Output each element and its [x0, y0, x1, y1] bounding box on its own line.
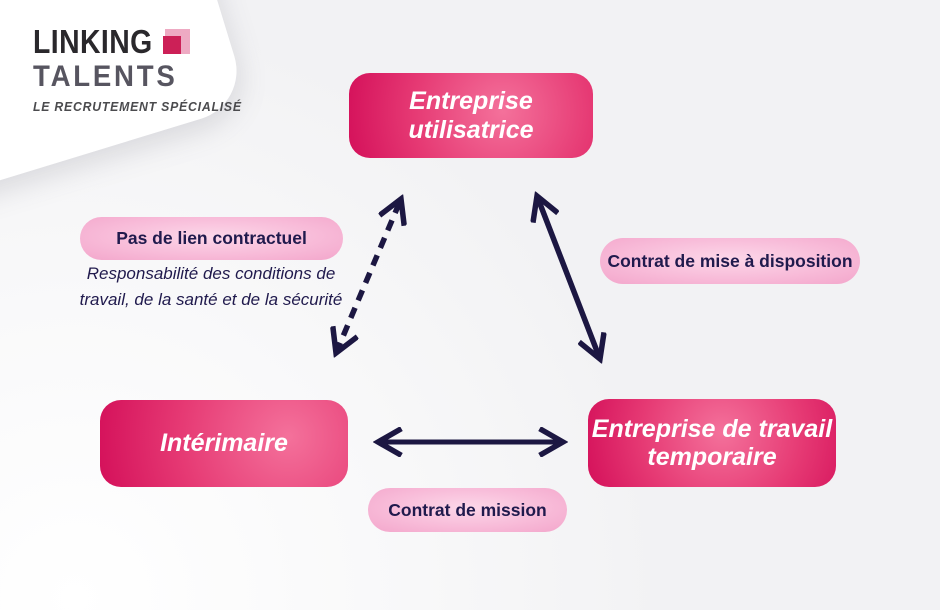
node-label-line: temporaire: [647, 443, 777, 471]
logo-word-linking: LINKING: [33, 23, 153, 60]
note-line: travail, de la santé et de la sécurité: [79, 290, 343, 310]
label-contrat-mise-a-disposition: Contrat de mise à disposition: [600, 238, 860, 284]
logo-square-dark-icon: [163, 36, 181, 54]
node-label-line: utilisatrice: [408, 115, 534, 144]
node-label-line: Entreprise de travail: [591, 414, 833, 443]
note-responsabilite: Responsabilité des conditions de travail…: [68, 261, 354, 314]
node-label-line: Intérimaire: [160, 429, 288, 458]
node-label-line: Entreprise: [409, 87, 533, 115]
arrow-contrat-mise-a-disposition: [537, 196, 600, 359]
label-contrat-de-mission: Contrat de mission: [368, 488, 567, 532]
logo-word-talents: TALENTS: [33, 60, 178, 93]
node-entreprise-utilisatrice: Entreprise utilisatrice: [349, 73, 593, 158]
node-entreprise-travail-temporaire: Entreprise de travail temporaire: [588, 399, 836, 487]
note-line: Responsabilité des conditions de: [86, 264, 336, 283]
label-pas-de-lien-contractuel: Pas de lien contractuel: [80, 217, 343, 260]
node-interimaire: Intérimaire: [100, 400, 348, 487]
linking-talents-logo: LINKING TALENTS LE RECRUTEMENT SPÉCIALIS…: [33, 25, 246, 114]
logo-tagline: LE RECRUTEMENT SPÉCIALISÉ: [33, 100, 242, 114]
